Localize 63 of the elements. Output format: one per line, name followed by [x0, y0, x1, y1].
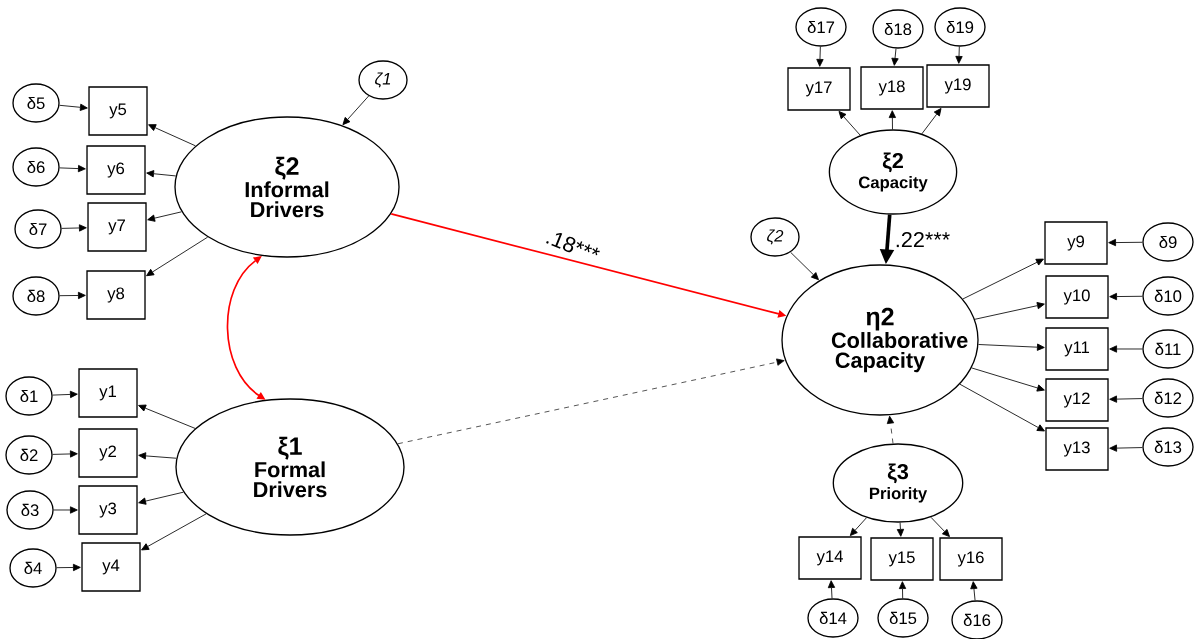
path-arrow — [148, 124, 196, 147]
path-arrow — [921, 108, 942, 135]
path-arrow — [898, 581, 907, 599]
path-arrow — [978, 343, 1045, 351]
path-arrow — [959, 383, 1045, 432]
path-arrow — [970, 581, 978, 601]
path-arrow — [61, 224, 87, 232]
path-arrow — [146, 236, 209, 277]
indicator-box: y14 — [798, 536, 862, 580]
path-arrow — [146, 170, 177, 178]
path-arrow — [397, 358, 785, 445]
path-arrow — [53, 506, 78, 514]
path-arrow — [1109, 345, 1143, 353]
indicator-box: y18 — [860, 66, 924, 110]
indicator-box: y5 — [88, 86, 148, 136]
path-arrow — [59, 164, 86, 173]
indicator-box: y17 — [787, 67, 851, 111]
indicator-box: y2 — [78, 428, 138, 478]
path-arrow — [790, 251, 819, 281]
path-arrow — [955, 46, 963, 64]
indicator-box: y7 — [87, 202, 147, 252]
indicator-box: y19 — [926, 64, 990, 108]
indicator-box: y8 — [86, 270, 146, 320]
path-arrow — [147, 211, 182, 222]
path-arrow — [141, 513, 207, 551]
indicator-box: y15 — [870, 537, 934, 581]
path-arrow — [974, 302, 1045, 320]
path-arrow — [1109, 395, 1143, 403]
indicator-box: y3 — [78, 485, 138, 535]
path-arrow — [342, 95, 370, 126]
path-arrow — [59, 291, 86, 300]
path-arrow — [138, 491, 184, 505]
path-arrow — [838, 111, 861, 136]
path-arrow — [888, 110, 896, 130]
path-arrow — [1109, 444, 1143, 452]
indicator-box: y9 — [1044, 221, 1108, 265]
path-arrow — [138, 452, 177, 460]
path-arrow — [59, 103, 88, 111]
path-arrow — [1108, 238, 1143, 247]
indicator-box: y10 — [1045, 275, 1109, 319]
edge-label: .18*** — [541, 226, 604, 266]
indicator-box: y12 — [1045, 378, 1109, 422]
indicator-box: y13 — [1045, 427, 1109, 471]
path-arrow — [962, 258, 1044, 300]
path-arrow — [56, 563, 81, 572]
indicator-box: y4 — [81, 542, 141, 592]
path-arrow — [1109, 292, 1143, 301]
path-arrow — [138, 404, 196, 429]
path-arrow — [971, 367, 1045, 392]
indicator-box: y11 — [1045, 327, 1109, 371]
path-arrow — [849, 517, 867, 536]
path-arrow — [52, 390, 78, 399]
indicator-box: y1 — [78, 368, 138, 418]
indicator-box: y16 — [939, 537, 1003, 581]
path-arrow — [886, 415, 895, 444]
path-arrow — [827, 580, 836, 599]
path-arrow — [52, 450, 78, 458]
edge-label: .22*** — [893, 230, 952, 249]
indicator-box: y6 — [86, 145, 146, 195]
path-arrow — [896, 522, 905, 537]
path-arrow — [816, 46, 824, 67]
path-arrow — [930, 516, 950, 537]
path-arrow — [891, 48, 899, 66]
